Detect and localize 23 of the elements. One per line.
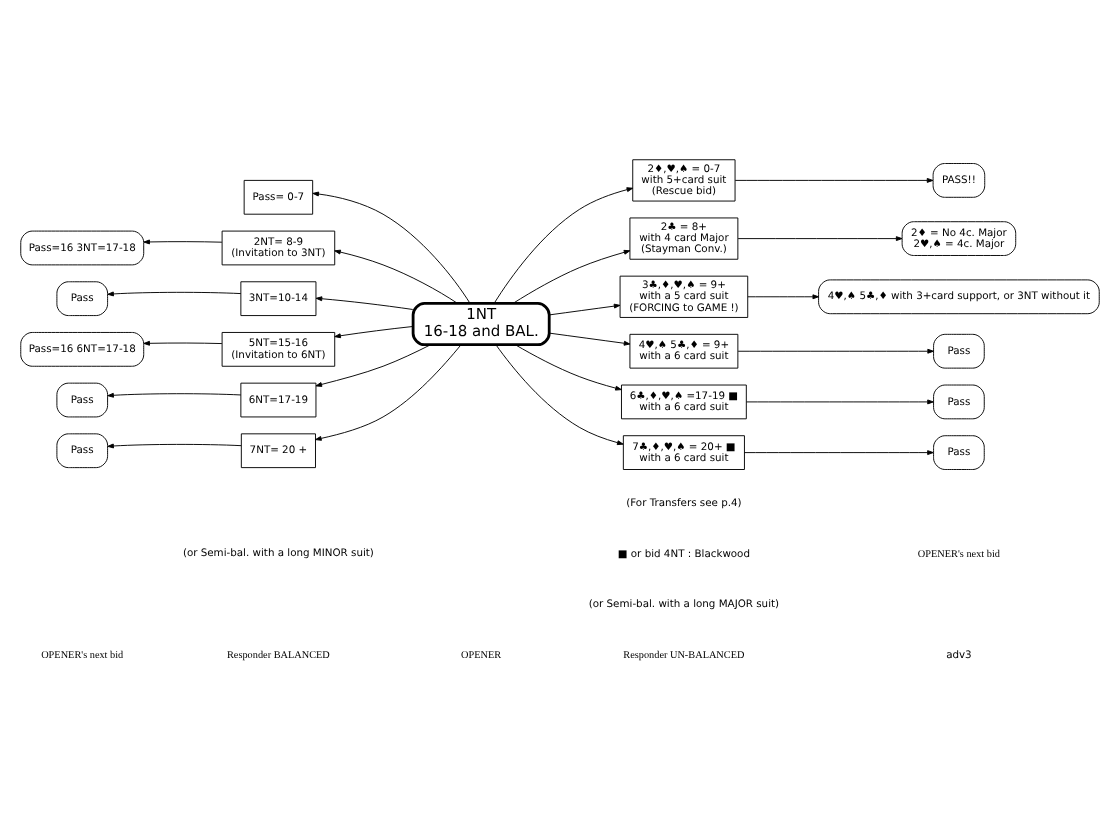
arrow <box>737 236 903 242</box>
arrow <box>548 303 621 316</box>
arrow <box>495 344 624 446</box>
arrow <box>315 296 414 310</box>
arrow <box>512 249 631 304</box>
arrow <box>315 344 462 441</box>
arrow <box>315 344 432 387</box>
arrow <box>107 291 242 297</box>
arrow <box>143 239 223 245</box>
arrow <box>743 450 934 456</box>
arrow <box>107 443 242 449</box>
arrow <box>334 326 414 339</box>
arrow <box>312 191 471 304</box>
arrow <box>746 399 934 405</box>
arrow <box>493 187 634 304</box>
arrow <box>548 332 631 346</box>
arrow <box>514 344 622 391</box>
arrow <box>334 249 458 304</box>
arrow <box>737 348 934 354</box>
arrow <box>143 340 223 346</box>
arrow <box>107 392 242 398</box>
arrow <box>734 177 934 183</box>
arrow <box>747 294 820 300</box>
